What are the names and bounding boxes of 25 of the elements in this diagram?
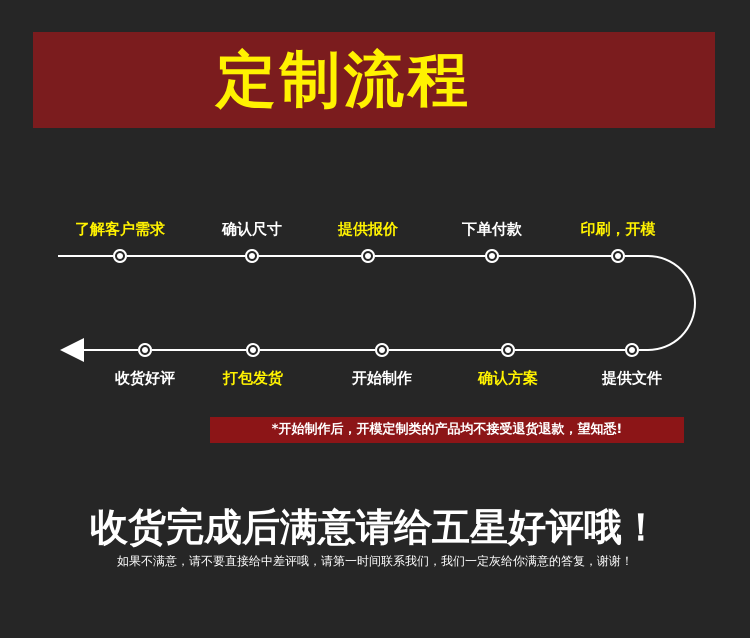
step-label: 收货好评	[115, 369, 175, 387]
connector-line	[389, 349, 501, 351]
connector-line	[499, 255, 611, 257]
review-heading: 收货完成后满意请给五星好评哦！	[89, 504, 661, 550]
step-label: 打包发货	[223, 369, 283, 387]
step-label: 下单付款	[462, 220, 522, 238]
connector-line	[152, 349, 246, 351]
step-label: 印刷，开模	[580, 220, 656, 238]
connector-line	[260, 349, 375, 351]
step-label: 确认尺寸	[222, 220, 282, 238]
connector-line	[58, 255, 113, 257]
connector-line	[515, 349, 625, 351]
connector-line	[375, 255, 485, 257]
connector-line	[259, 255, 361, 257]
title: 定制流程	[216, 50, 472, 110]
step-label: 开始制作	[352, 369, 412, 387]
step-label: 提供文件	[602, 369, 662, 387]
connector-line	[625, 255, 696, 351]
arrow	[60, 338, 138, 362]
step-label: 确认方案	[478, 369, 538, 387]
connector-line	[127, 255, 245, 257]
warning-note: *开始制作后，开模定制类的产品均不接受退货退款，望知悉!	[210, 417, 684, 443]
step-label: 了解客户需求	[75, 220, 165, 238]
step-label: 提供报价	[338, 220, 398, 238]
note-text: 如果不满意，请不要直接给中差评哦，请第一时间联系我们，我们一定灰给你满意的答复，谢谢！	[116, 553, 634, 569]
